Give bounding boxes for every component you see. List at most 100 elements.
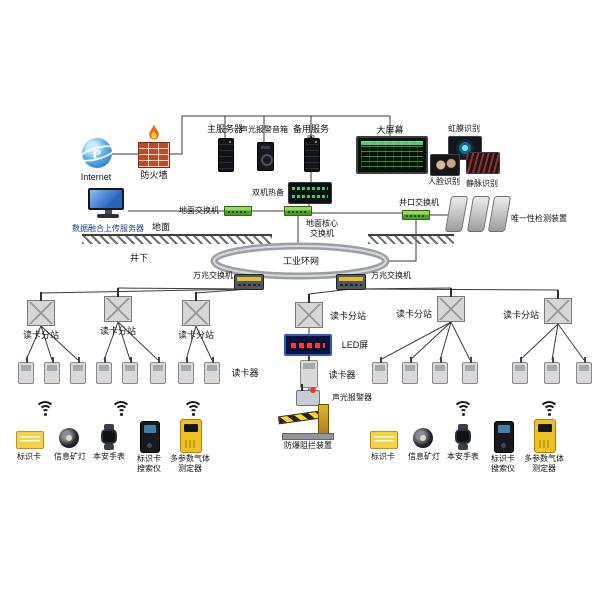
firewall-icon [138, 142, 170, 168]
card-reader-label: 读卡器 [231, 368, 259, 378]
big-screen-label: 大屏幕 [376, 125, 404, 135]
id-card-label: 标识卡 [371, 452, 395, 461]
ground-switch-label: 地面交换机 [179, 206, 219, 215]
card-substation-l2 [104, 288, 132, 322]
wifi-icon [452, 401, 474, 417]
ten-gig-switch-left [234, 274, 264, 290]
card-substation-center [295, 294, 323, 328]
sound-light-alarm-label: 声光报警器 [332, 393, 372, 402]
card-substation-l1 [27, 292, 55, 326]
face-photo [430, 154, 460, 176]
substation-label: 读卡分站 [22, 330, 59, 340]
main-server [218, 138, 234, 172]
uniqueness-turnstile [444, 192, 512, 232]
led-screen-device [284, 334, 332, 356]
gas-detector-device [180, 419, 202, 453]
substation-label: 读卡分站 [502, 310, 539, 320]
barrier-device [277, 402, 338, 440]
ground-label: 地面 [151, 222, 170, 232]
card-reader-device [70, 357, 86, 384]
card-reader-device [544, 357, 560, 384]
card-searcher-label: 标识卡 搜索仪 [137, 454, 161, 473]
ground-core-switch-label: 地面核心 交换机 [306, 219, 338, 238]
substation-label: 读卡分站 [177, 330, 214, 340]
firewall-label: 防火墙 [140, 170, 168, 180]
card-reader-device [402, 357, 418, 384]
industrial-ring-label: 工业环网 [282, 256, 319, 266]
wifi-icon [538, 401, 560, 417]
card-reader-label: 读卡器 [328, 370, 356, 380]
card-reader-device [96, 357, 112, 384]
wifi-icon [110, 401, 132, 417]
sound-light-alarm-device [296, 384, 320, 406]
card-substation-l3 [182, 292, 210, 326]
data-fusion-server-monitor [88, 188, 128, 222]
card-reader-device [122, 357, 138, 384]
ground-core-switch-device [284, 206, 312, 216]
card-reader-device [204, 357, 220, 384]
vein-photo [466, 152, 500, 174]
ten-gig-label-left: 万兆交换机 [193, 271, 233, 280]
safety-watch [452, 424, 474, 450]
monitor-neck [104, 210, 112, 214]
internet-icon: e [82, 138, 112, 168]
main-server-label: 主服务器 [206, 124, 243, 134]
iris-label: 虹膜识别 [448, 124, 480, 133]
turnstile-wing [444, 196, 468, 232]
big-screen [356, 136, 428, 174]
backup-server [304, 138, 320, 172]
card-substation-r2 [544, 290, 572, 324]
ten-gig-label-right: 万兆交换机 [371, 271, 411, 280]
card-reader-device [576, 357, 592, 384]
barrier-label: 防爆阻拦装置 [284, 441, 332, 450]
wellhead-switch-label: 井口交换机 [399, 198, 439, 207]
safety-watch [98, 424, 120, 450]
safety-watch-label: 本安手表 [447, 452, 479, 461]
led-screen-label: LED屏 [341, 340, 369, 350]
card-searcher-device [140, 421, 160, 453]
miner-lamp [412, 427, 436, 449]
dual-standby-rack [288, 182, 332, 204]
card-substation-r1 [437, 288, 465, 322]
substation-label: 读卡分站 [395, 309, 432, 319]
internet-e-glyph: e [92, 142, 102, 164]
miner-lamp [58, 427, 82, 449]
monitor-screen [88, 188, 124, 210]
substation-label: 读卡分站 [99, 326, 136, 336]
ground-surface-right [368, 234, 454, 244]
wifi-icon [34, 401, 56, 417]
card-searcher-device [494, 421, 514, 453]
alarm-speaker-label: 声光报警音箱 [240, 125, 288, 134]
card-reader-device [432, 357, 448, 384]
monitor-base [97, 214, 119, 218]
flame-icon [146, 124, 162, 144]
id-card [16, 431, 44, 449]
backup-server-label: 备用服务器 [292, 124, 329, 145]
wellhead-switch-device [402, 210, 430, 220]
internet-label: Internet [80, 172, 112, 182]
alarm-speaker [257, 142, 274, 171]
card-reader-device [44, 357, 60, 384]
dual-standby-label: 双机热备 [252, 188, 284, 197]
barrier-base [282, 433, 334, 440]
card-reader-device [150, 357, 166, 384]
gas-detector-label: 多参数气体 测定器 [170, 454, 210, 473]
safety-watch-label: 本安手表 [93, 452, 125, 461]
card-reader-device [512, 357, 528, 384]
card-reader-device [178, 357, 194, 384]
turnstile-wing [466, 196, 490, 232]
underground-label: 井下 [129, 253, 148, 263]
miner-lamp-label: 信息矿灯 [408, 452, 440, 461]
card-reader-device [300, 355, 318, 388]
uniqueness-label: 唯一性检测装置 [511, 214, 567, 223]
card-reader-device [462, 357, 478, 384]
ground-switch-device [224, 206, 252, 216]
face-label: 人脸识别 [428, 177, 460, 186]
card-reader-device [18, 357, 34, 384]
miner-lamp-label: 信息矿灯 [54, 452, 86, 461]
vein-label: 静脉识别 [466, 179, 498, 188]
card-reader-device [372, 357, 388, 384]
ground-surface-left [82, 234, 272, 244]
